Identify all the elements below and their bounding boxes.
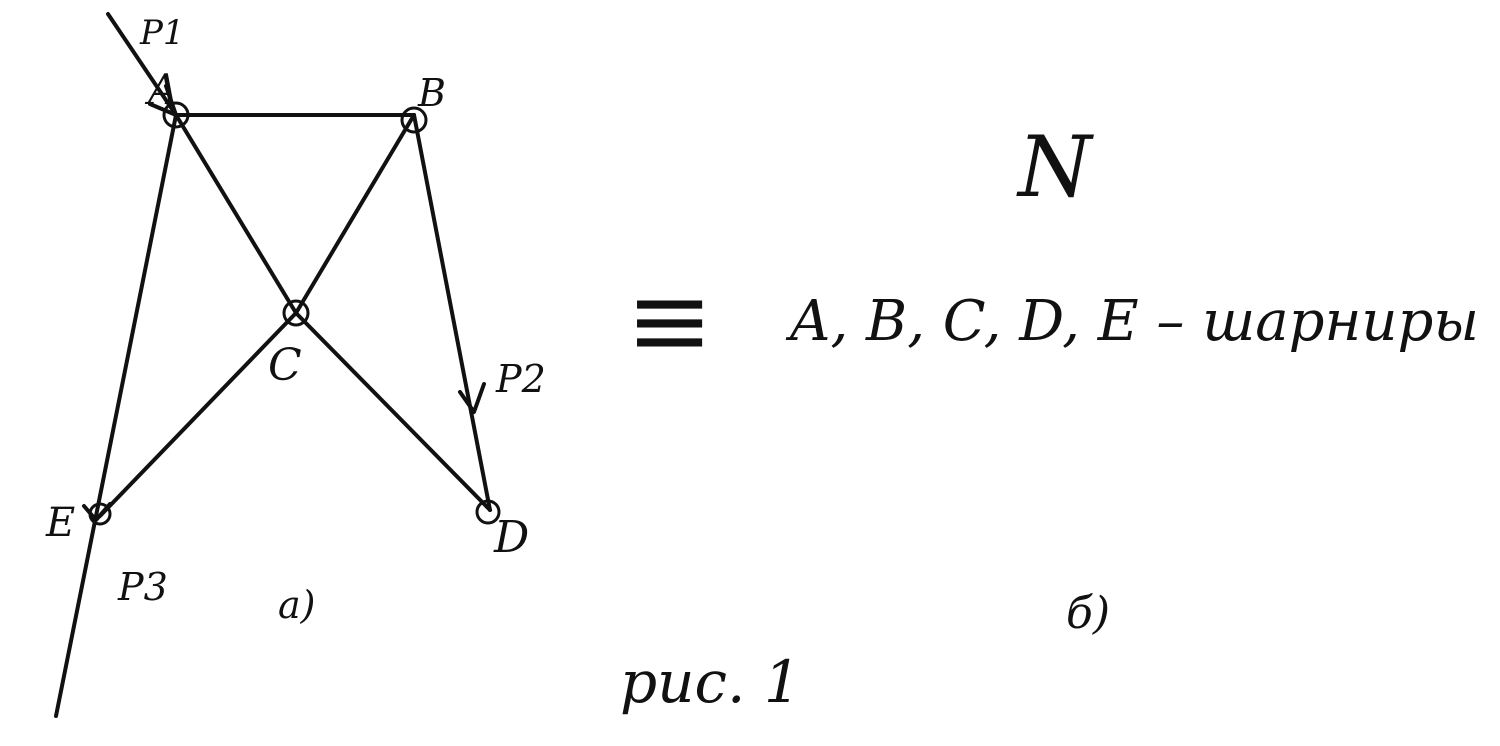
- force-p3-arrowhead: [82, 502, 112, 522]
- label-p1: P1: [139, 13, 185, 53]
- label-c: C: [268, 340, 302, 391]
- label-p2: P2: [495, 357, 546, 401]
- truss-members: [94, 113, 492, 518]
- symbol-n: N: [1016, 118, 1094, 216]
- member-bc: [294, 113, 416, 315]
- joint-b: [400, 106, 428, 134]
- force-lines: [54, 12, 486, 718]
- joint-e: [88, 502, 112, 526]
- member-ae: [94, 113, 178, 518]
- label-p3: P3: [117, 565, 168, 609]
- member-ac: [174, 113, 298, 315]
- member-ce: [98, 311, 298, 518]
- force-p1-arrowhead: [148, 84, 178, 117]
- force-p2-arrowhead: [458, 382, 486, 414]
- force-p3-line: [54, 514, 98, 718]
- force-p1-line: [106, 12, 178, 117]
- joint-c: [282, 299, 310, 327]
- hinges-note: A, B, C, D, E – шарниры: [785, 289, 1479, 354]
- member-cd: [294, 311, 492, 512]
- label-b: B: [417, 71, 446, 115]
- joint-a: [162, 101, 190, 129]
- joint-d: [475, 499, 501, 525]
- joints: [88, 101, 501, 526]
- label-a: A: [144, 65, 178, 114]
- label-subfigure-b: б): [1066, 588, 1110, 639]
- equivalence-sign: ≡: [626, 259, 713, 381]
- label-subfigure-a: a): [278, 583, 315, 627]
- figure-caption: рис. 1: [620, 648, 801, 716]
- member-bd: [412, 113, 492, 512]
- label-d: D: [493, 512, 529, 563]
- label-e: E: [45, 500, 75, 546]
